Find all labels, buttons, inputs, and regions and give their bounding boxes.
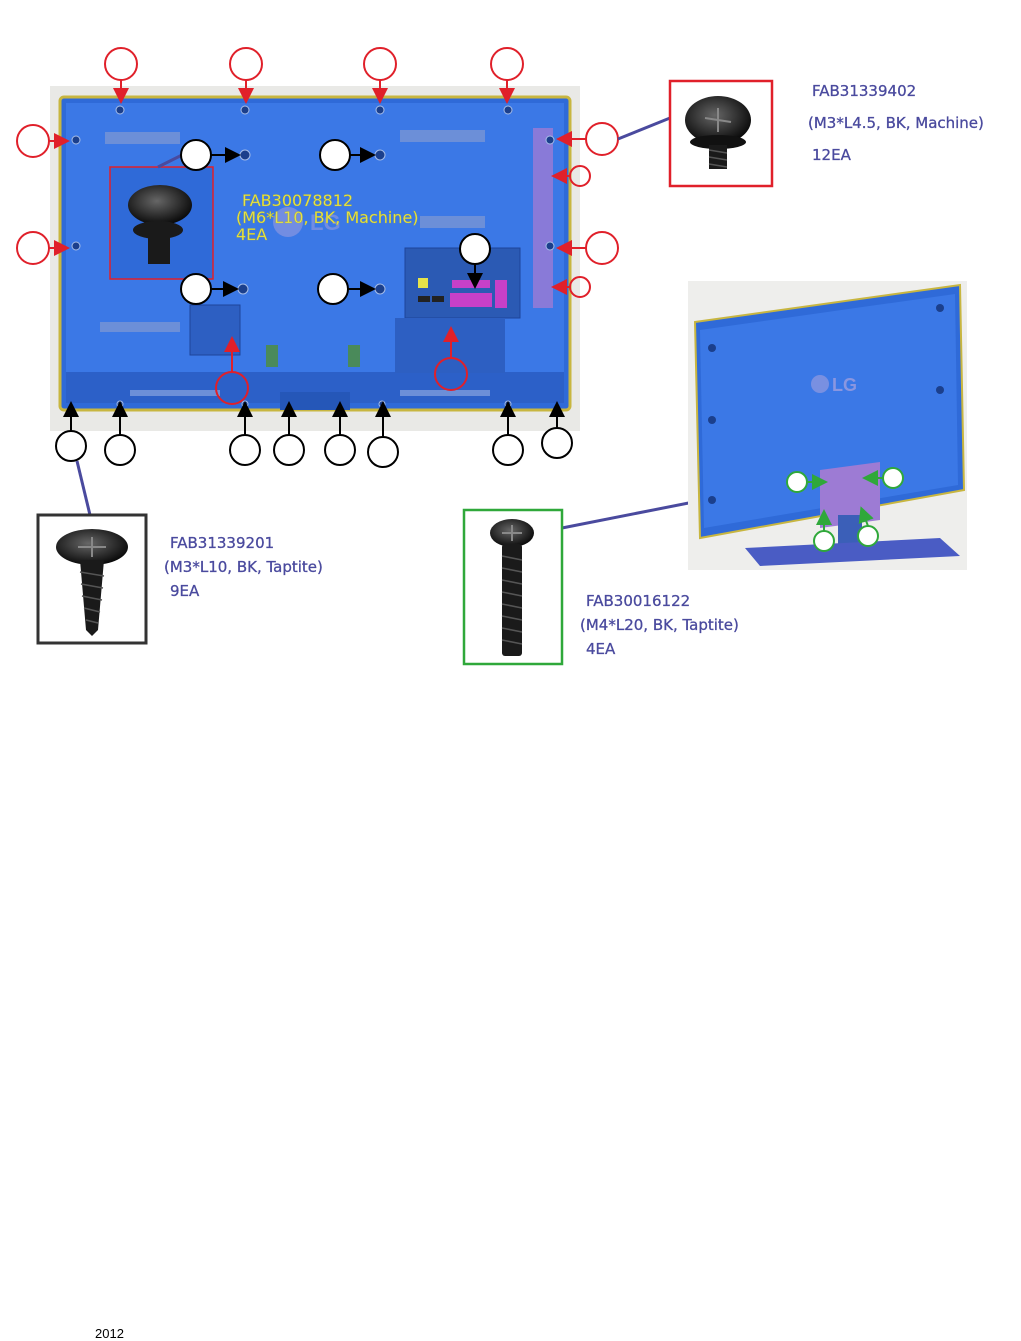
screw-label-m6-l10: FAB30078812 (M6*L10, BK, Machine) 4EA <box>236 192 419 243</box>
callouts-black <box>55 139 573 468</box>
part-number: FAB30078812 <box>242 191 354 210</box>
screw-spec: (M6*L10, BK, Machine) <box>236 208 419 227</box>
screw-qty: 12EA <box>812 146 851 164</box>
screw-label-m3-l10: FAB31339201 (M3*L10, BK, Taptite) 9EA <box>164 535 323 599</box>
screw-label-m3-l4-5: FAB31339402 (M3*L4.5, BK, Machine) 12EA <box>808 83 984 163</box>
tv-logo-perspective: LG <box>832 375 857 395</box>
footer-year: 2012 <box>95 1326 124 1341</box>
tv-logo: LG <box>310 210 341 235</box>
screw-spec: (M4*L20, BK, Taptite) <box>580 616 739 634</box>
screw-qty: 9EA <box>170 582 200 600</box>
tv-perspective-view: LG <box>688 281 967 570</box>
callouts-top-red <box>16 47 619 405</box>
screw-spec: (M3*L4.5, BK, Machine) <box>808 114 984 132</box>
screw-label-m4-l20: FAB30016122 (M4*L20, BK, Taptite) 4EA <box>580 593 739 657</box>
screw-photo-m3-l10 <box>36 460 148 645</box>
screw-photo-m4-l20 <box>462 480 796 666</box>
part-number: FAB30016122 <box>586 592 691 610</box>
screw-photo-m6 <box>109 153 214 280</box>
part-number: FAB31339201 <box>170 534 275 552</box>
screw-photo-m3-l4-5 <box>617 79 774 188</box>
screw-qty: 4EA <box>236 225 268 244</box>
screw-qty: 4EA <box>586 640 616 658</box>
screw-spec: (M3*L10, BK, Taptite) <box>164 558 323 576</box>
part-number: FAB31339402 <box>812 82 917 100</box>
